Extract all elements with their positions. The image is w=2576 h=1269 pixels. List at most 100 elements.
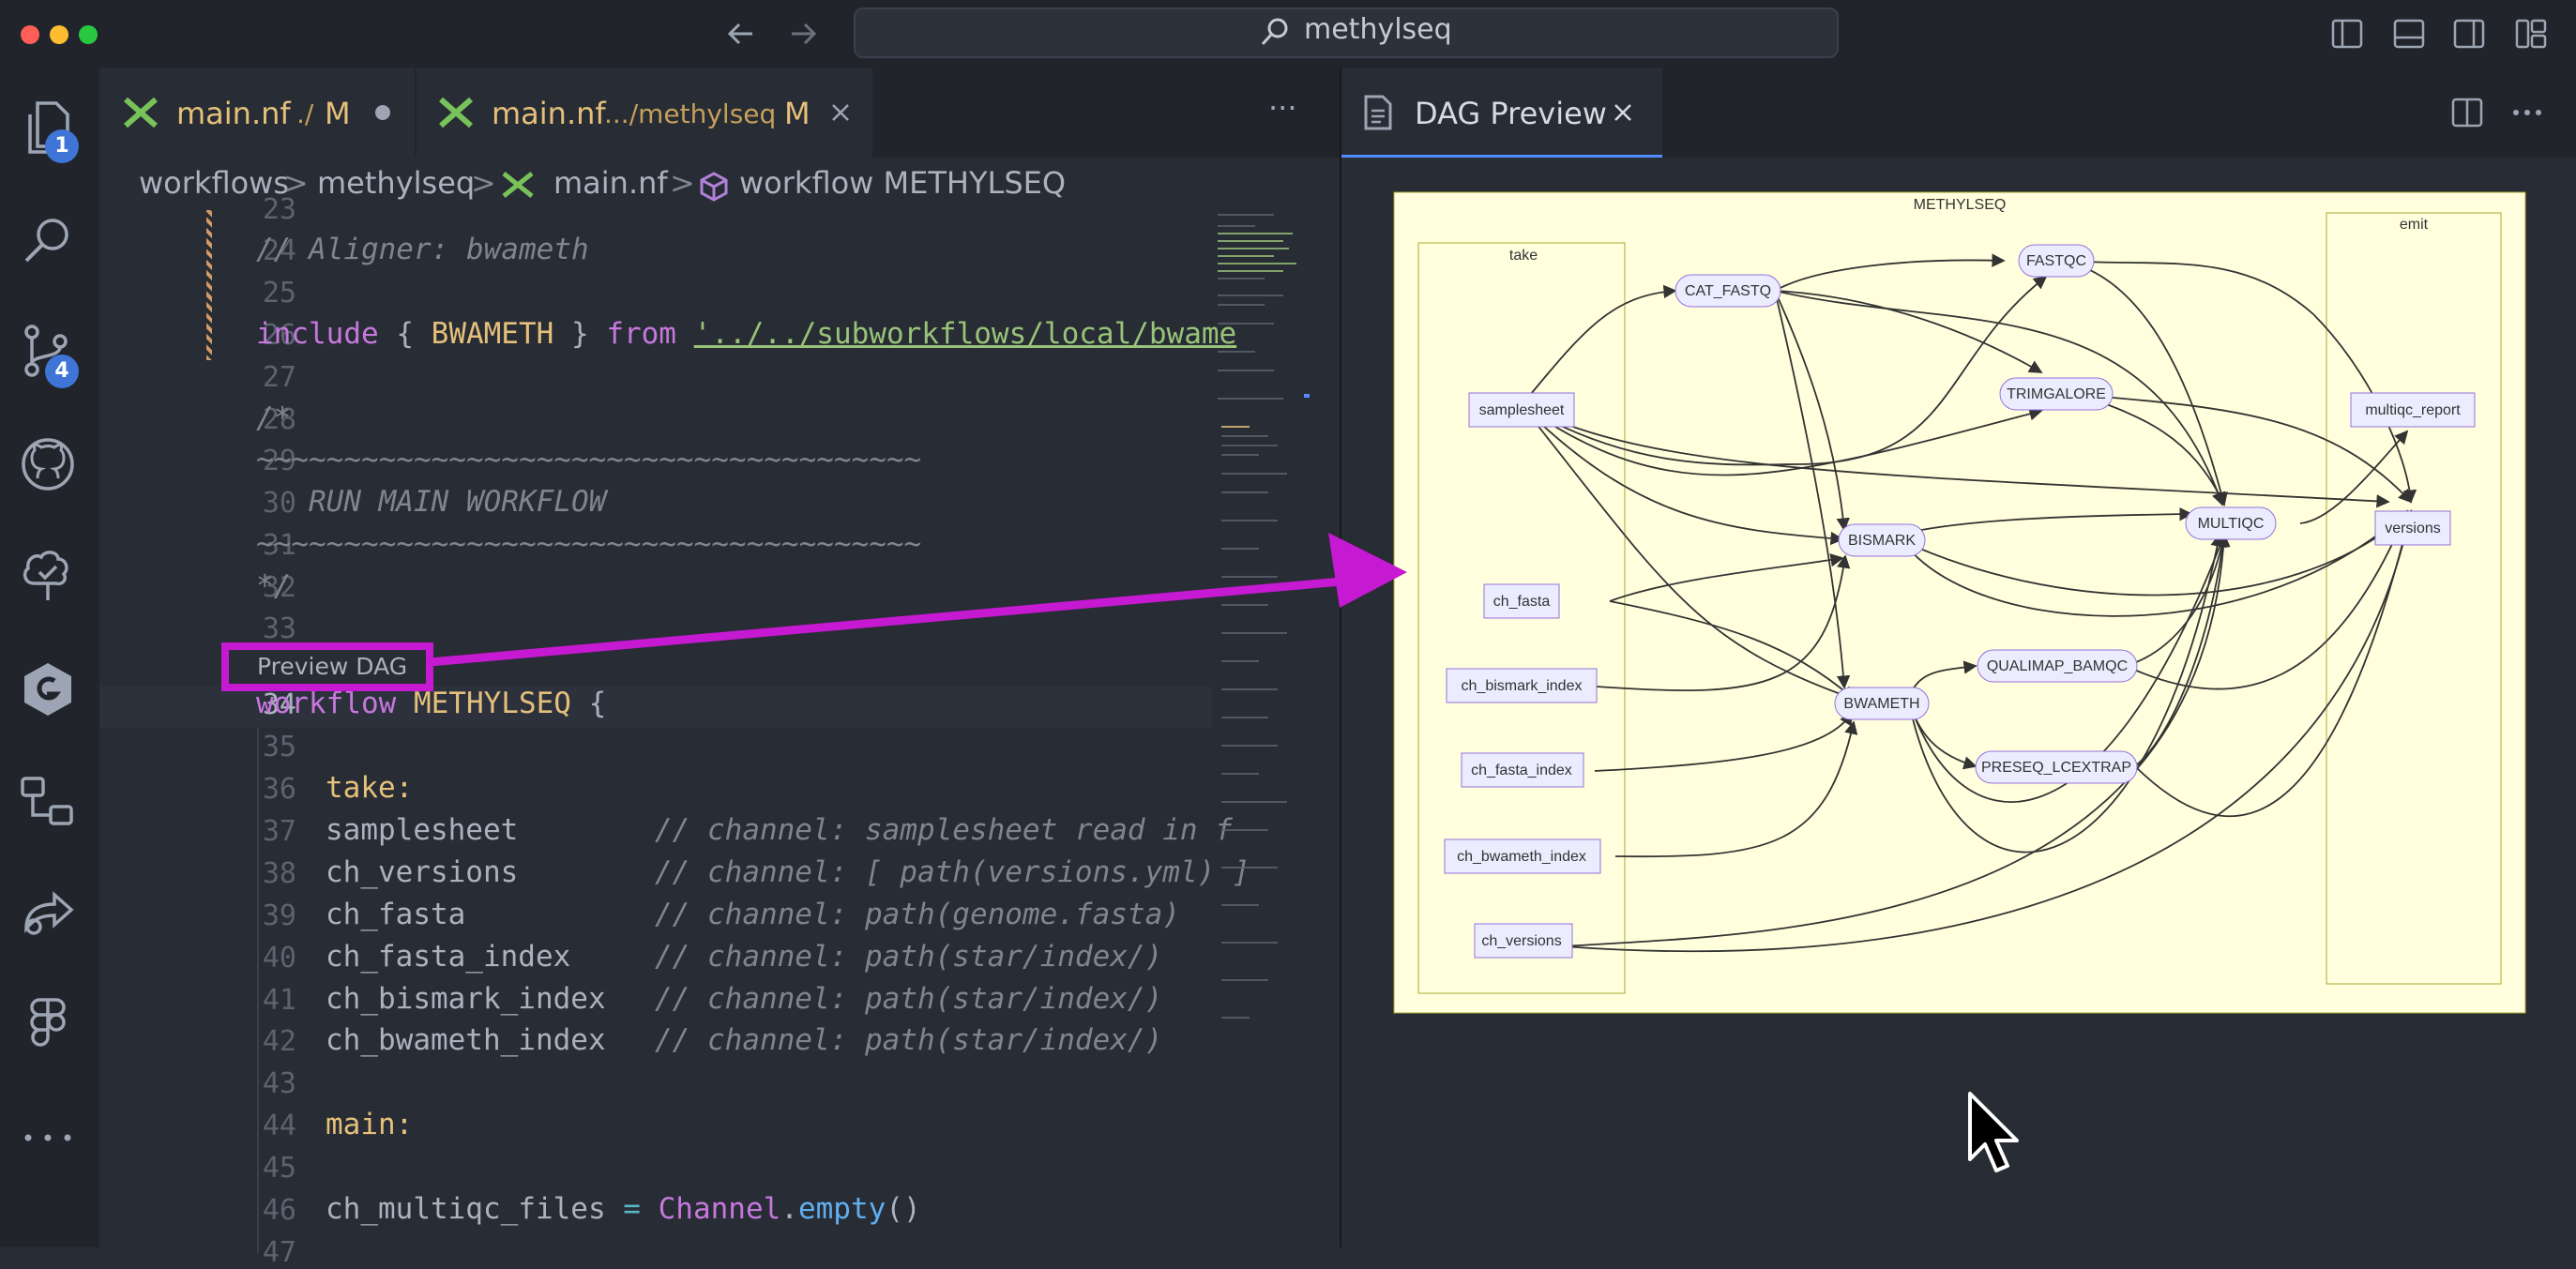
node-multiqc[interactable] (2185, 506, 2277, 540)
node-bwameth[interactable] (1834, 687, 1930, 720)
breadcrumb-separator: > (283, 165, 309, 201)
minimize-window-button[interactable] (50, 25, 68, 44)
node-ch-versions-label: ch_versions (1481, 933, 1561, 949)
remote-explorer-icon (21, 777, 73, 825)
remote-explorer-button[interactable] (17, 771, 79, 833)
class-name: Channel (658, 1192, 781, 1226)
line-number: 41 (262, 984, 296, 1017)
node-ch-bismark-index-label: ch_bismark_index (1462, 678, 1583, 694)
minimap[interactable] (1216, 210, 1310, 1035)
search-view-button[interactable] (17, 210, 79, 272)
node-ch-bismark-index[interactable] (1446, 668, 1598, 703)
line-number: 31 (262, 529, 296, 562)
ellipsis-icon (24, 1134, 71, 1141)
gutter-modified-marker (206, 210, 212, 360)
back-arrow-icon[interactable] (724, 17, 758, 51)
code-var: ch_fasta (326, 898, 466, 931)
preview-dag-codelens[interactable]: Preview DAG (257, 653, 408, 680)
gitkraken-button[interactable] (17, 658, 79, 720)
more-actions-icon[interactable] (2510, 96, 2544, 129)
punct: } (553, 317, 607, 351)
node-multiqc-report[interactable] (2350, 392, 2476, 428)
code-editor[interactable]: 23 24 // Aligner: bwameth 25 26 include … (99, 193, 1341, 1269)
node-fastqc[interactable] (2018, 244, 2095, 278)
emit-label: emit (2400, 217, 2429, 233)
breadcrumb-separator: > (670, 165, 695, 201)
code-line-31: ~~~~~~~~~~~~~~~~~~~~~~~~~~~~~~~~~~~~~~ (256, 527, 922, 561)
node-versions[interactable] (2374, 510, 2451, 546)
line-number: 47 (262, 1236, 296, 1269)
line-number: 45 (262, 1152, 296, 1185)
figma-button[interactable] (17, 994, 79, 1056)
github-button[interactable] (17, 433, 79, 495)
tab-main-nf-methylseq[interactable]: main.nf .../methylseq M (417, 68, 872, 158)
breadcrumb-separator: > (471, 165, 496, 201)
code-line-29: ~~~~~~~~~~~~~~~~~~~~~~~~~~~~~~~~~~~~~~ (256, 443, 922, 476)
node-multiqc-report-label: multiqc_report (2365, 402, 2461, 418)
line-number: 25 (262, 277, 296, 310)
breadcrumb-methylseq[interactable]: methylseq (317, 165, 476, 201)
breadcrumb-workflows[interactable]: workflows (139, 165, 290, 201)
code-line-30: RUN MAIN WORKFLOW (256, 485, 607, 519)
customize-layout-icon[interactable] (2514, 17, 2548, 51)
breadcrumb-main-nf[interactable]: main.nf (553, 165, 668, 201)
code-line-24: // Aligner: bwameth (256, 233, 589, 266)
node-trimgalore[interactable] (1999, 377, 2114, 411)
toggle-panel-icon[interactable] (2392, 17, 2426, 51)
close-icon[interactable] (829, 101, 852, 124)
include-path-link[interactable]: '../../subworkflows/local/bwame (693, 317, 1237, 351)
symbol-method-icon (700, 172, 728, 202)
node-qualimap-bamqc[interactable] (1977, 649, 2138, 683)
nextflow-button[interactable] (17, 546, 79, 608)
line-number: 44 (262, 1110, 296, 1142)
gitkraken-icon (24, 663, 71, 716)
explorer-button[interactable]: 1 (17, 98, 79, 163)
node-trimgalore-label: TRIMGALORE (2007, 386, 2106, 402)
node-ch-fasta-index[interactable] (1461, 752, 1584, 788)
line-number: 24 (262, 234, 296, 267)
node-preseq-lcextrap[interactable] (1975, 750, 2138, 784)
breadcrumb-workflow-methylseq[interactable]: workflow METHYLSEQ (739, 165, 1067, 201)
command-center-search[interactable] (854, 8, 1839, 58)
line-number: 37 (262, 815, 296, 848)
node-ch-versions[interactable] (1474, 923, 1573, 959)
node-bismark[interactable] (1838, 523, 1926, 557)
node-ch-fasta-index-label: ch_fasta_index (1471, 763, 1572, 778)
maximize-window-button[interactable] (79, 25, 98, 44)
more-views-button[interactable] (17, 1107, 79, 1169)
tree-check-icon (23, 551, 68, 600)
code-var: ch_bwameth_index (326, 1023, 606, 1057)
tab-overflow-menu-button[interactable]: ··· (1268, 90, 1297, 126)
forward-arrow-icon[interactable] (786, 17, 820, 51)
toggle-primary-sidebar-icon[interactable] (2330, 17, 2364, 51)
node-versions-label: versions (2385, 521, 2441, 536)
close-window-button[interactable] (21, 25, 39, 44)
code-line-44: main: (326, 1108, 414, 1141)
toggle-secondary-sidebar-icon[interactable] (2452, 17, 2486, 51)
node-ch-bwameth-index[interactable] (1444, 838, 1601, 874)
node-cat-fastq[interactable] (1674, 274, 1781, 308)
operator: = (605, 1192, 659, 1226)
split-editor-icon[interactable] (2450, 96, 2484, 129)
node-qualimap-bamqc-label: QUALIMAP_BAMQC (1987, 658, 2128, 674)
tab-dag-preview[interactable]: DAG Preview (1341, 68, 1662, 158)
tab-label: main.nf (176, 96, 291, 131)
close-icon[interactable] (1612, 101, 1634, 124)
search-text: methylseq (1304, 13, 1452, 46)
code-comment: // channel: path(star/index/) (655, 1023, 1163, 1057)
tab-main-nf-local[interactable]: main.nf ./ M (99, 68, 415, 158)
unsaved-dot-icon[interactable] (373, 103, 392, 122)
tab-path: ./ (296, 98, 314, 129)
live-share-button[interactable] (17, 882, 79, 944)
indent-guide (257, 728, 259, 1253)
breadcrumb: workflows > methylseq > main.nf > workfl… (99, 158, 1341, 210)
code-comment: // channel: path(star/index/) (655, 982, 1163, 1016)
node-bwameth-label: BWAMETH (1843, 696, 1919, 712)
node-ch-fasta[interactable] (1483, 583, 1560, 619)
node-samplesheet[interactable] (1468, 392, 1575, 428)
punct: { (378, 317, 432, 351)
source-control-button[interactable]: 4 (17, 321, 79, 388)
code-line-36: take: (326, 771, 414, 805)
line-number: 26 (262, 319, 296, 352)
punct: . (780, 1192, 798, 1226)
